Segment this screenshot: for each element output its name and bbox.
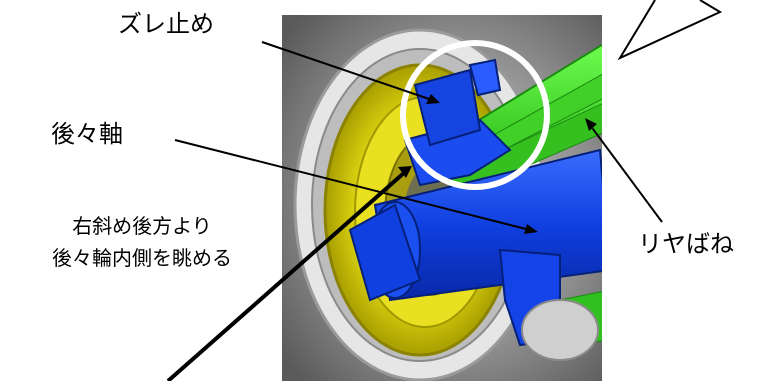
rear-rear-axle-label: 後々軸: [51, 120, 123, 148]
outline-arrow: [617, 0, 723, 61]
stopper-label: ズレ止め: [118, 10, 214, 38]
rear-spring-label: リヤばね: [638, 230, 734, 258]
view-note-line1: 右斜め後方より: [72, 214, 212, 238]
render-photo: [282, 15, 602, 381]
highlight-circle: [400, 40, 550, 190]
view-note-line2: 後々輪内側を眺める: [52, 246, 232, 270]
view-direction-arrow: [166, 166, 412, 381]
leader-lines: [174, 41, 663, 234]
view-note: 右斜め後方より 後々輪内側を眺める: [8, 210, 276, 274]
axle-housing: [348, 58, 602, 347]
